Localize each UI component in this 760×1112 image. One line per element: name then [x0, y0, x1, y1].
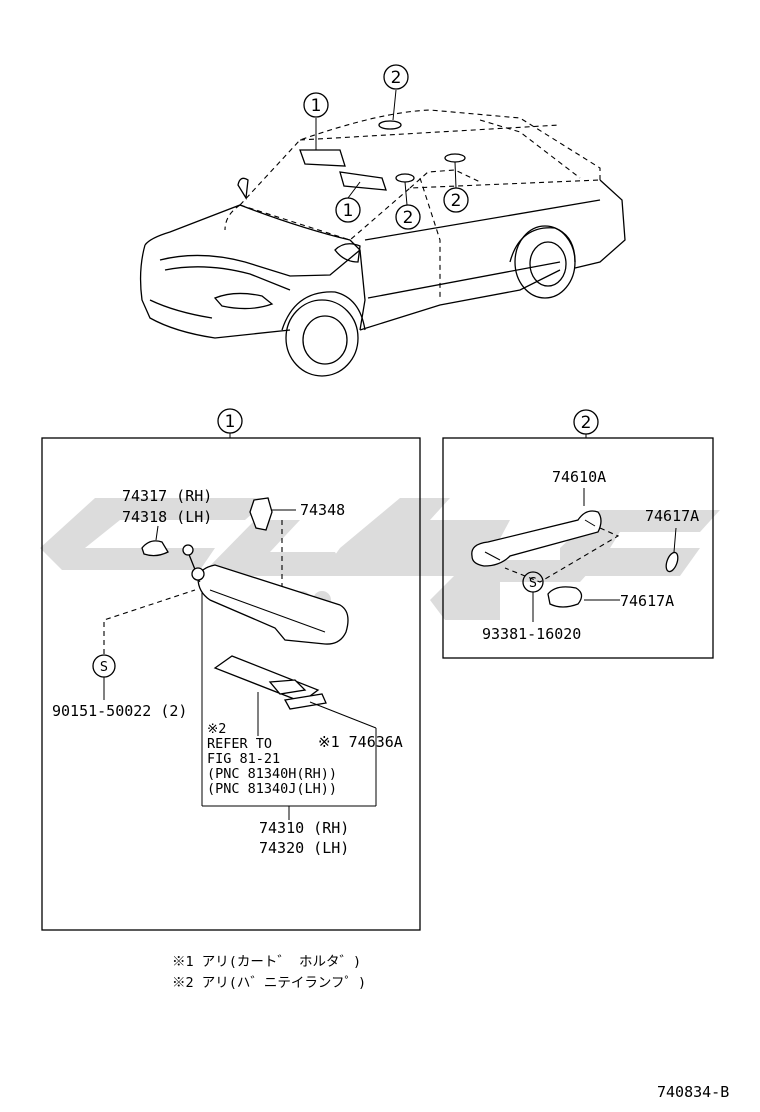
svg-text:2: 2	[451, 191, 462, 211]
note-ref-line4: (PNC 81340H(RH))	[207, 766, 337, 782]
part-74317: 74317 (RH)	[122, 487, 212, 505]
panel-assist-grip: 2 74610A 74617A S 93381-16020 74617A	[442, 409, 714, 659]
note-ref-line3: FIG 81-21	[207, 751, 280, 767]
part-74610: 74610A	[552, 468, 606, 486]
part-74617-bottom: 74617A	[620, 592, 674, 610]
figure-code: 740834-B	[657, 1083, 729, 1101]
svg-text:2: 2	[391, 68, 402, 88]
svg-text:2: 2	[403, 208, 414, 228]
callout-1-top-a: 1	[303, 92, 329, 118]
part-90151: 90151-50022 (2)	[52, 702, 187, 720]
svg-text:1: 1	[311, 96, 322, 116]
part-74318: 74318 (LH)	[122, 508, 212, 526]
section-2-callout: 2	[581, 413, 592, 433]
part-74636: ※1 74636A	[318, 733, 403, 751]
callout-2-top-a: 2	[383, 64, 409, 90]
callout-1-top-b: 1	[335, 197, 361, 223]
part-74617-top: 74617A	[645, 507, 699, 525]
part-74310: 74310 (RH)	[259, 819, 349, 837]
screw-symbol-2: S	[529, 575, 537, 591]
callout-2-top-b: 2	[395, 204, 421, 230]
footnote-1: ※1 アリ(カート゛ ホルタ゛)	[172, 954, 361, 970]
note-ref-line1: ※2	[207, 721, 226, 737]
part-93381: 93381-16020	[482, 625, 581, 643]
car-illustration	[139, 89, 626, 377]
footnotes: ※1 アリ(カート゛ ホルタ゛) ※2 アリ(ハ゛ニテイランフ゜)	[172, 954, 366, 991]
panel-sun-visor: 1 74317 (RH) 74318 (LH) 74348 S 90151-50…	[41, 408, 421, 931]
note-ref-line5: (PNC 81340J(LH))	[207, 781, 337, 797]
screw-symbol: S	[100, 659, 108, 675]
callout-2-top-c: 2	[443, 187, 469, 213]
part-74320: 74320 (LH)	[259, 839, 349, 857]
watermark-logo	[40, 498, 720, 620]
svg-text:1: 1	[343, 201, 354, 221]
part-74348: 74348	[300, 501, 345, 519]
note-ref-line2: REFER TO	[207, 736, 272, 752]
footnote-2: ※2 アリ(ハ゛ニテイランフ゜)	[172, 975, 366, 991]
section-1-callout: 1	[225, 412, 236, 432]
